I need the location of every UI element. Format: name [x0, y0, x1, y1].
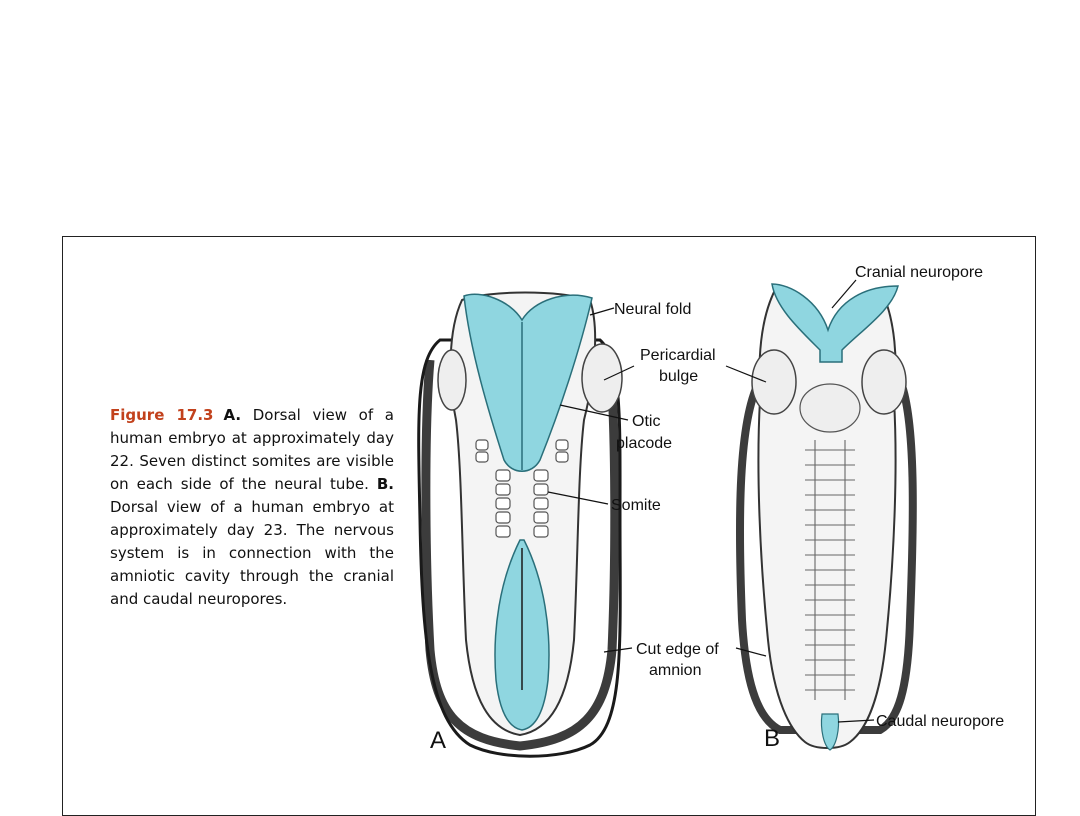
embryo-a: [417, 291, 623, 758]
caption-b-text: Dorsal view of a human embryo at approxi…: [110, 498, 394, 608]
panel-b-marker: B.: [376, 475, 394, 493]
figure-number: Figure 17.3: [110, 406, 214, 424]
label-cut-edge-2: amnion: [649, 662, 701, 679]
label-caudal-neuropore: Caudal neuropore: [876, 713, 1004, 730]
embryo-a-neural-fold: [463, 293, 593, 472]
label-otic-2: placode: [616, 435, 672, 452]
figure-caption: Figure 17.3 A. Dorsal view of a human emb…: [110, 404, 394, 611]
label-somite: Somite: [611, 497, 661, 514]
label-pericardial-bulge-1: Pericardial: [640, 347, 716, 364]
embryo-a-somites: [475, 439, 569, 538]
label-cranial-neuropore: Cranial neuropore: [855, 264, 983, 281]
panel-b-letter: B: [764, 725, 780, 752]
embryo-b-segments: [805, 440, 855, 700]
caption-a-text: Dorsal view of a human embryo at approxi…: [110, 406, 394, 493]
label-otic-1: Otic: [632, 413, 660, 430]
panel-a-letter: A: [430, 727, 446, 754]
label-neural-fold: Neural fold: [614, 301, 691, 318]
embryo-b-cranial-neuropore: [771, 283, 899, 363]
embryo-b: [735, 283, 917, 751]
panel-a-marker: A.: [223, 406, 242, 424]
label-cut-edge-1: Cut edge of: [636, 641, 719, 658]
embryo-b-caudal-neuropore: [820, 713, 840, 751]
label-pericardial-bulge-2: bulge: [659, 368, 698, 385]
